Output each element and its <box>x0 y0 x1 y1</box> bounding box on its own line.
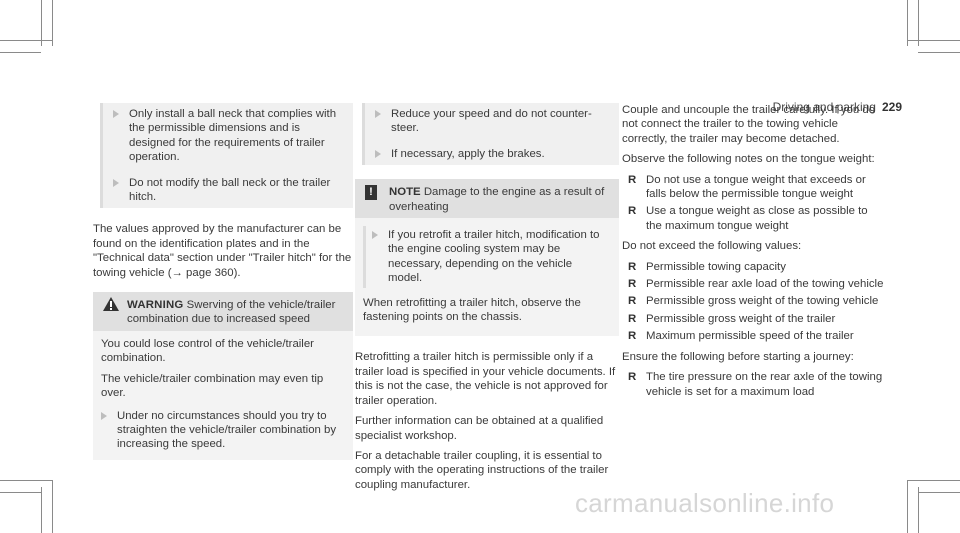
step-arrow-icon <box>113 110 119 118</box>
list-item-text: Permissible rear axle load of the towing… <box>646 278 884 291</box>
list-item: R Use a tongue weight as close as possibl… <box>622 204 884 233</box>
crop-mark <box>918 0 919 46</box>
bullet-marker: R <box>628 260 637 273</box>
note-label: NOTE <box>389 186 421 199</box>
step-arrow-icon <box>113 178 119 187</box>
instruction-steps: Under no circumstances should you try to… <box>101 407 345 456</box>
step-arrow-icon <box>372 231 378 240</box>
note-header: ! NOTE Damage to the engine as a result … <box>355 179 619 219</box>
list-item: R The tire pressure on the rear axle of t… <box>622 370 884 399</box>
instruction-step: Under no circumstances should you try to… <box>101 409 345 452</box>
list-item-text: The tire pressure on the rear axle of th… <box>646 371 883 398</box>
instruction-step: If necessary, apply the brakes. <box>375 147 609 161</box>
list-item-text: Do not use a tongue weight that exceeds … <box>646 173 866 201</box>
crop-mark <box>41 0 42 46</box>
crop-mark <box>907 0 908 46</box>
paragraph: Ensure the following before starting a j… <box>622 350 854 363</box>
bullet-marker: R <box>628 173 637 186</box>
exclamation-icon: ! <box>365 185 377 201</box>
bullet-list: R Do not use a tongue weight that exceeds… <box>622 173 884 234</box>
instruction-step: Do not modify the ball neck or the trail… <box>113 176 343 205</box>
warning-label: WARNING <box>127 299 184 312</box>
crop-mark <box>907 40 960 41</box>
crop-mark <box>907 480 908 533</box>
list-item-text: Maximum permissible speed of the trailer <box>646 330 854 343</box>
step-text: Under no circumstances should you try to… <box>117 409 337 451</box>
crop-mark <box>52 480 53 533</box>
crop-mark <box>0 480 53 481</box>
list-item-text: Permissible gross weight of the trailer <box>646 312 836 325</box>
list-item: R Permissible rear axle load of the towin… <box>622 277 884 291</box>
instruction-steps: Reduce your speed and do not counter-ste… <box>362 103 619 166</box>
note-title: Damage to the engine as a result of over… <box>389 186 605 213</box>
warning-header: WARNING Swerving of the vehicle/trailer … <box>93 292 353 331</box>
paragraph: Further information can be obtained at a… <box>355 415 604 442</box>
bullet-list: R The tire pressure on the rear axle of t… <box>622 370 884 399</box>
instruction-step: Reduce your speed and do not counter-ste… <box>375 107 609 136</box>
bullet-marker: R <box>628 312 637 325</box>
step-text: If you retrofit a trailer hitch, modific… <box>388 229 600 285</box>
paragraph: Retrofitting a trailer hitch is permissi… <box>355 351 616 407</box>
bullet-marker: R <box>628 371 637 384</box>
list-item: R Maximum permissible speed of the traile… <box>622 329 884 343</box>
warning-box: WARNING Swerving of the vehicle/trailer … <box>93 292 353 460</box>
list-item-text: Permissible gross weight of the towing v… <box>646 295 879 308</box>
step-text: If necessary, apply the brakes. <box>391 147 545 160</box>
page-header: Driving and parking 229 <box>720 100 902 114</box>
column-right: Couple and uncouple the trailer carefull… <box>622 103 884 405</box>
crop-mark <box>0 40 53 41</box>
step-text: Only install a ball neck that complies w… <box>129 108 337 164</box>
instruction-steps: If you retrofit a trailer hitch, modific… <box>363 226 611 288</box>
column-middle: Reduce your speed and do not counter-ste… <box>355 103 619 498</box>
note-box: ! NOTE Damage to the engine as a result … <box>355 179 619 337</box>
list-item-text: Use a tongue weight as close as possible… <box>646 205 868 232</box>
page-number: 229 <box>881 100 902 114</box>
list-item: R Permissible towing capacity <box>622 260 884 274</box>
paragraph: The values approved by the manufacturer … <box>93 223 352 279</box>
column-left: Only install a ball neck that complies w… <box>93 103 353 460</box>
instruction-step: If you retrofit a trailer hitch, modific… <box>372 228 605 286</box>
crop-mark <box>907 480 960 481</box>
list-item: R Permissible gross weight of the trailer <box>622 312 884 326</box>
crop-mark <box>918 492 960 493</box>
step-arrow-icon <box>375 110 381 118</box>
bullet-list: R Permissible towing capacity R Permissibl… <box>622 260 884 344</box>
step-arrow-icon <box>375 149 381 158</box>
warning-triangle-icon <box>103 297 119 312</box>
watermark: carmanualsonline.info <box>575 488 835 518</box>
step-text: Reduce your speed and do not counter-ste… <box>391 108 592 135</box>
list-item: R Do not use a tongue weight that exceeds… <box>622 173 884 202</box>
list-item-text: Permissible towing capacity <box>646 260 786 273</box>
instruction-steps: Only install a ball neck that complies w… <box>100 103 353 209</box>
bullet-marker: R <box>628 330 637 343</box>
bullet-marker: R <box>628 205 637 218</box>
crop-mark <box>918 52 960 53</box>
section-title: Driving and parking <box>772 100 876 114</box>
instruction-step: Only install a ball neck that complies w… <box>113 107 343 165</box>
warning-text: You could lose control of the vehicle/tr… <box>101 337 314 365</box>
note-body: If you retrofit a trailer hitch, modific… <box>355 218 619 337</box>
paragraph: For a detachable trailer coupling, it is… <box>355 449 609 491</box>
crop-mark <box>0 52 41 53</box>
warning-text: The vehicle/trailer combination may even… <box>101 372 324 400</box>
bullet-marker: R <box>628 278 637 291</box>
bullet-marker: R <box>628 295 637 308</box>
note-text: When retrofitting a trailer hitch, obser… <box>363 296 581 324</box>
crop-mark <box>0 492 41 493</box>
warning-title: Swerving of the vehicle/trailer combinat… <box>127 299 336 326</box>
warning-body: You could lose control of the vehicle/tr… <box>93 330 353 460</box>
paragraph: Observe the following notes on the tongu… <box>622 153 875 166</box>
crop-mark <box>918 487 919 533</box>
list-item: R Permissible gross weight of the towing … <box>622 294 884 308</box>
crop-mark <box>41 487 42 533</box>
paragraph: Couple and uncouple the trailer carefull… <box>622 104 876 145</box>
step-arrow-icon <box>101 411 107 420</box>
step-text: Do not modify the ball neck or the trail… <box>129 176 331 204</box>
paragraph: Do not exceed the following values: <box>622 240 802 253</box>
crop-mark <box>52 0 53 46</box>
